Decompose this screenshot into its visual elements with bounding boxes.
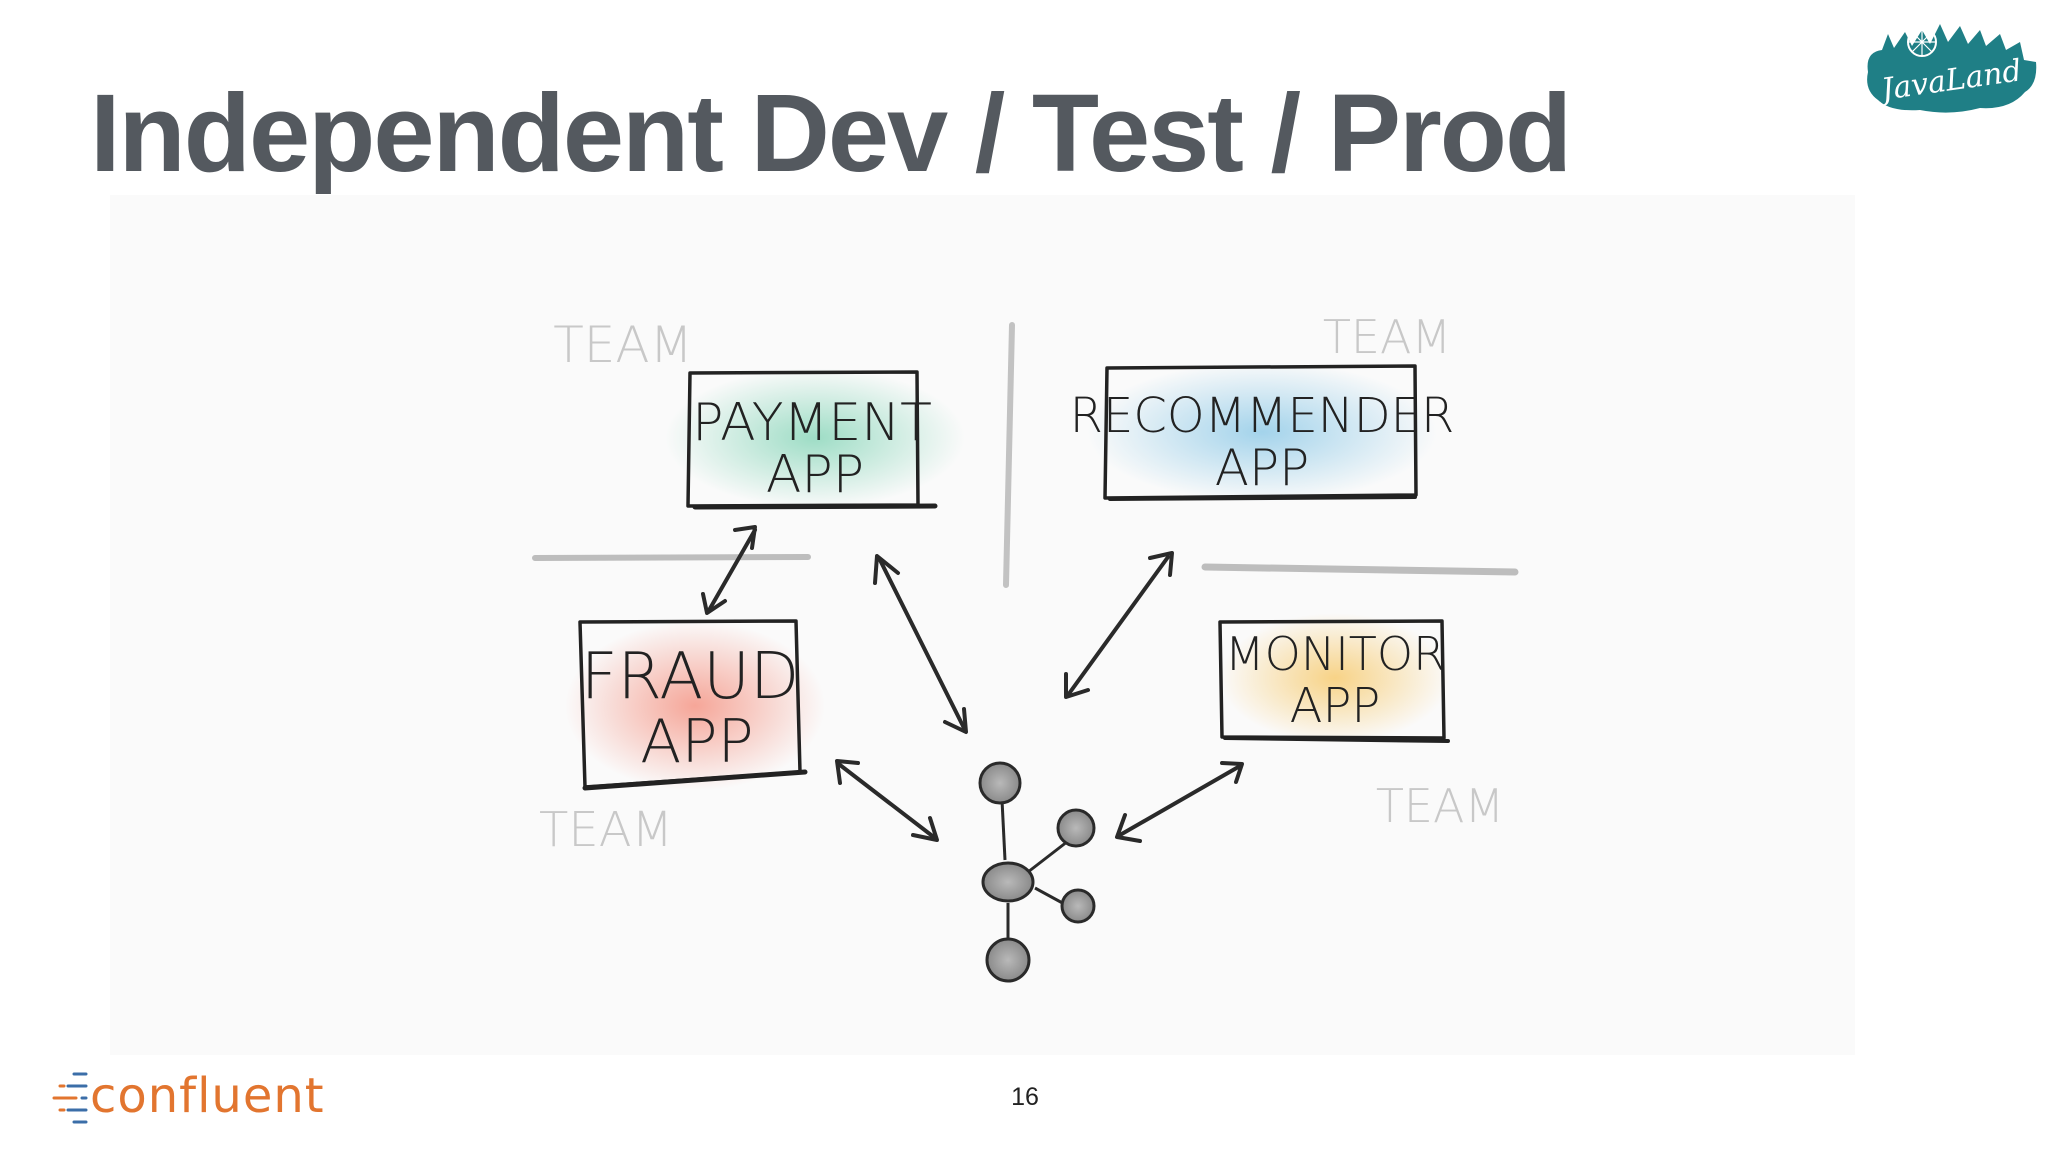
- fraud-app-label-line2: APP: [640, 707, 753, 777]
- recommender-app-box: RECOMMENDER APP: [1070, 362, 1455, 502]
- right-horizontal-divider: [1201, 563, 1519, 576]
- diagram-panel: [110, 195, 1855, 1055]
- recommender-app-label-line1: RECOMMENDER: [1070, 388, 1455, 444]
- arrow-recommender-kafka: [1064, 551, 1174, 699]
- team-label-top-right: TEAM: [1323, 310, 1451, 364]
- payment-app-label-line2: APP: [766, 445, 864, 505]
- arrow-monitor-kafka: [1115, 761, 1244, 843]
- arrow-payment-fraud: [701, 525, 757, 615]
- fraud-app-label-line1: FRAUD: [581, 640, 800, 714]
- confluent-logo: confluent: [52, 1068, 325, 1128]
- page-number: 16: [1011, 1083, 1039, 1111]
- team-label-bottom-right: TEAM: [1376, 779, 1504, 833]
- payment-app-box: PAYMENT APP: [665, 368, 965, 510]
- monitor-app-label-line1: MONITOR: [1225, 627, 1445, 681]
- monitor-app-box: MONITOR APP: [1218, 613, 1450, 743]
- slide-title: Independent Dev / Test / Prod: [90, 72, 1572, 195]
- javaland-logo: JavaLand: [1867, 24, 2037, 113]
- left-horizontal-divider: [532, 554, 811, 561]
- cluster-node: [978, 761, 1022, 805]
- team-label-bottom-left: TEAM: [539, 802, 673, 858]
- monitor-app-label-line2: APP: [1290, 678, 1381, 734]
- arrow-payment-kafka: [873, 554, 968, 734]
- kafka-cluster-icon: [978, 761, 1096, 983]
- team-label-top-left: TEAM: [553, 316, 692, 374]
- vertical-divider: [1003, 322, 1015, 588]
- cluster-node: [985, 937, 1031, 983]
- cluster-node: [981, 861, 1035, 903]
- arrow-fraud-kafka: [835, 759, 939, 842]
- cluster-node: [1060, 888, 1096, 924]
- recommender-app-label-line2: APP: [1215, 439, 1310, 497]
- fraud-app-box: FRAUD APP: [565, 619, 825, 791]
- cluster-node: [1056, 808, 1096, 848]
- confluent-mark-icon: [52, 1072, 88, 1124]
- payment-app-label-line1: PAYMENT: [692, 393, 932, 453]
- confluent-wordmark: confluent: [90, 1068, 325, 1124]
